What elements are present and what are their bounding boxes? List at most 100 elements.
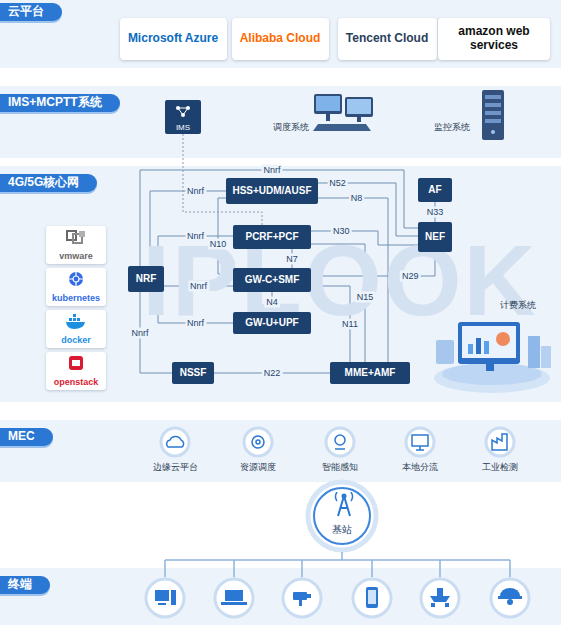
network-function-box: HSS+UDM/AUSF (226, 178, 318, 204)
mec-glyphs (167, 434, 507, 450)
icon-stroke (77, 318, 80, 321)
section-tab: 云平台 (0, 3, 62, 21)
section-ground (0, 0, 561, 68)
box-label: PCRF+PCF (245, 231, 298, 243)
terminal-glyphs (158, 603, 166, 605)
box-label: IMS (176, 123, 190, 132)
dispatch-monitors (357, 117, 361, 122)
base-station-ring (308, 482, 376, 550)
logo-icon (46, 313, 106, 331)
terminal-glyphs (225, 590, 243, 601)
section-band: 终端 (0, 568, 561, 625)
system-label: 计费系统 (500, 301, 536, 311)
interface-label: N7 (284, 253, 300, 264)
logo-icon (66, 314, 85, 329)
billing-illustration (528, 336, 540, 368)
box-label: HSS+UDM/AUSF (232, 185, 311, 197)
billing-illustration (468, 344, 473, 354)
box-label: NRF (136, 273, 157, 285)
box-label: openstack (54, 377, 99, 387)
terminal-glyphs (307, 594, 311, 598)
box-label: Microsoft Azure (128, 32, 218, 46)
section-ground (0, 568, 561, 625)
dispatch-monitors (313, 94, 373, 131)
interface-label: N8 (349, 193, 365, 204)
box-label: docker (61, 335, 91, 345)
icon-stroke (73, 276, 79, 282)
platform-logo-box: docker (46, 310, 106, 348)
interface-label: N22 (262, 368, 283, 379)
monitoring-server (485, 119, 501, 123)
section-tab: 终端 (0, 576, 50, 594)
terminal-device (146, 579, 184, 617)
interface-label: Nnrf (261, 165, 282, 176)
network-function-box: NSSF (172, 362, 214, 384)
section-ground (0, 166, 561, 402)
interface-label: Nnrf (129, 327, 150, 338)
mec-glyphs (416, 446, 424, 450)
terminal-glyphs (430, 596, 450, 602)
icon-stroke (342, 494, 347, 499)
section-band: 云平台 Microsoft Azure Alibaba Cloud Tencent C… (0, 0, 561, 68)
terminal-glyphs (498, 596, 522, 599)
logo-icon (336, 492, 353, 516)
mec-label: 智能感知 (322, 463, 358, 473)
icon-stroke (66, 322, 85, 329)
box-label: 基站 (332, 524, 352, 536)
dispatch-monitors (326, 114, 330, 121)
icon-stroke (73, 314, 76, 317)
terminal-device (421, 579, 459, 617)
base-station-circle: 基站 (313, 487, 371, 545)
mec-icons (406, 428, 434, 456)
monitoring-server (485, 95, 501, 99)
mec-glyphs (412, 435, 428, 446)
box-label: Tencent Cloud (346, 32, 428, 46)
logo-icon (69, 356, 83, 370)
terminal-glyphs (221, 602, 247, 605)
monitoring-server (485, 103, 501, 107)
billing-illustration (486, 364, 494, 371)
terminal-glyphs (500, 588, 520, 596)
icon-stroke (178, 108, 188, 115)
base-station-ring (308, 482, 376, 550)
icon-stroke (69, 318, 72, 321)
billing-illustration (436, 340, 454, 364)
terminal-glyphs (368, 590, 376, 604)
section-tab: MEC (0, 428, 53, 446)
interface-label: N29 (400, 271, 421, 282)
dispatch-monitors (314, 94, 342, 114)
box-label: MME+AMF (345, 367, 396, 379)
box-label: NSSF (180, 367, 207, 379)
logo-icon (315, 492, 373, 518)
billing-illustration (476, 338, 481, 354)
terminal-glyphs (507, 599, 513, 605)
billing-illustration (541, 346, 551, 368)
icon-stroke (338, 496, 350, 516)
cloud-logo-box: Alibaba Cloud (232, 18, 329, 60)
cloud-logo-box: Microsoft Azure (120, 18, 227, 60)
terminal-glyphs (155, 590, 169, 601)
interface-label: N30 (331, 226, 352, 237)
terminal-glyphs (155, 587, 522, 608)
terminal-device (491, 579, 529, 617)
terminal-glyphs (171, 590, 176, 605)
icon-stroke (73, 318, 76, 321)
logo-icon (165, 103, 201, 119)
network-function-box: NRF (128, 266, 164, 292)
network-function-box: MME+AMF (330, 362, 410, 384)
network-function-box: GW-C+SMF (233, 268, 311, 292)
mec-glyphs (335, 448, 345, 450)
monitoring-server (482, 90, 504, 140)
terminal-glyphs (366, 587, 378, 608)
mec-glyphs (335, 435, 345, 445)
interface-label: Nnrf (185, 318, 206, 329)
logo-icon (46, 355, 106, 373)
terminal-glyphs (299, 600, 302, 606)
logo-icon (69, 272, 83, 286)
box-label: Alibaba Cloud (240, 32, 321, 46)
mec-label: 资源调度 (240, 463, 276, 473)
platform-logo-box: vmware (46, 226, 106, 264)
interface-label: Nnrf (188, 281, 209, 292)
section-band: MEC (0, 420, 561, 482)
